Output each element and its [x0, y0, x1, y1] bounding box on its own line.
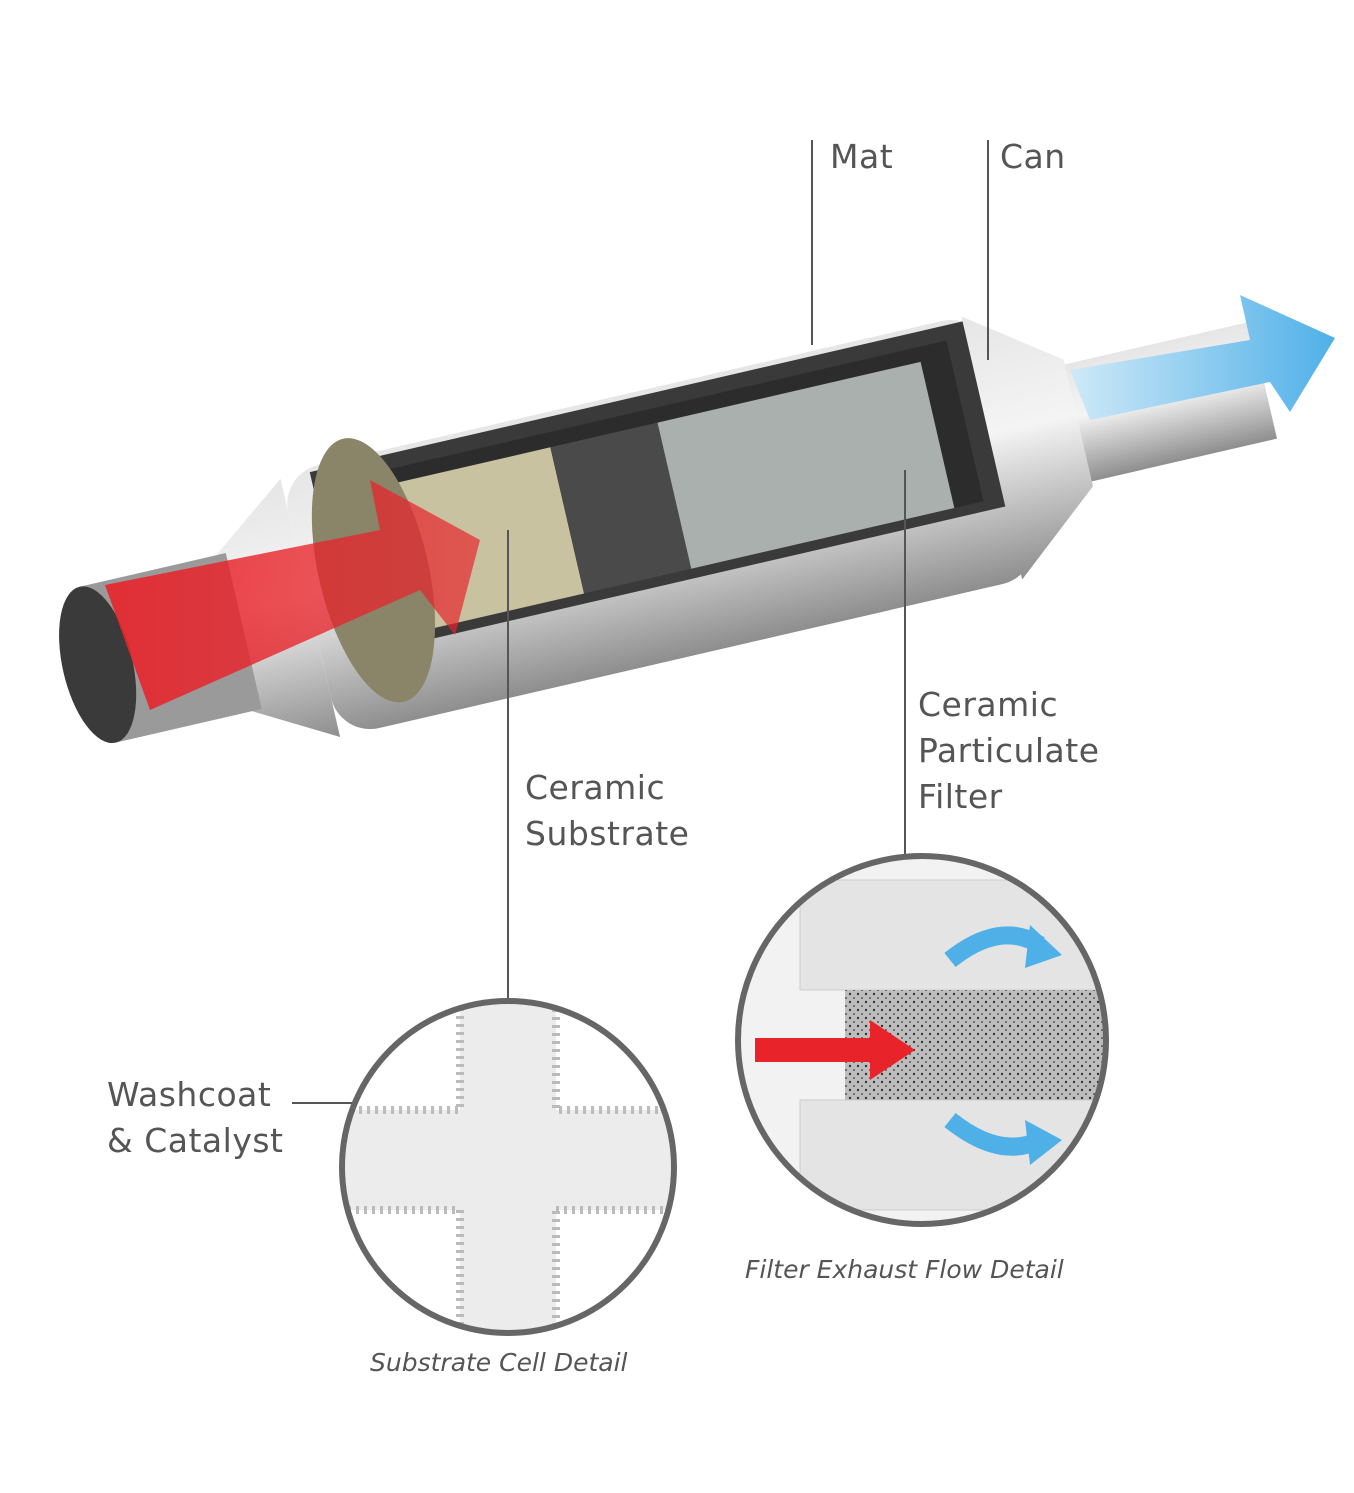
label-filter-line1: Ceramic: [918, 685, 1059, 724]
label-substrate-line2: Substrate: [525, 814, 690, 853]
caption-substrate-detail: Substrate Cell Detail: [370, 1348, 628, 1377]
label-substrate-line1: Ceramic: [525, 768, 666, 807]
filter-flow-detail: [735, 853, 1109, 1227]
outflow-arrow: [1070, 295, 1335, 420]
label-can: Can: [1000, 137, 1066, 176]
label-filter-line3: Filter: [918, 777, 1003, 816]
label-washcoat-line2: & Catalyst: [107, 1121, 284, 1160]
caption-filter-detail: Filter Exhaust Flow Detail: [745, 1255, 1064, 1284]
label-filter-line2: Particulate: [918, 731, 1100, 770]
substrate-cell-detail: [339, 998, 677, 1336]
particulate-filter-body: [657, 361, 955, 569]
label-mat: Mat: [830, 137, 894, 176]
label-washcoat-line1: Washcoat: [107, 1075, 272, 1114]
mesh-section: [550, 422, 692, 594]
converter-body: [59, 316, 1277, 744]
inflow-arrow: [105, 480, 480, 710]
